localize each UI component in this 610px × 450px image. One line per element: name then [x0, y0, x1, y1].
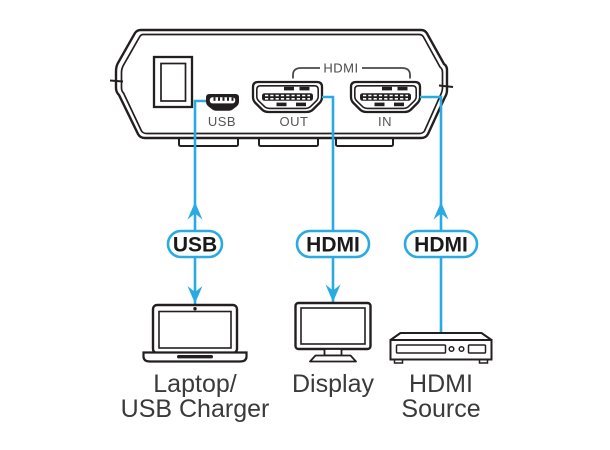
- arrow-up-icon: [187, 202, 203, 220]
- power-switch: [152, 55, 194, 109]
- source-label-line1: HDMI: [409, 370, 473, 398]
- hdmi-source-badge: HDMI: [403, 229, 479, 259]
- hdmi-in-port: [349, 80, 422, 114]
- in-port-label: IN: [378, 114, 392, 129]
- hdmi-group-bracket: [292, 67, 411, 79]
- usb-wire-upper: [193, 99, 206, 231]
- hdmi-display-badge: HDMI: [295, 229, 371, 259]
- source-label-line2: Source: [401, 395, 480, 423]
- hdmi-display-badge-label: HDMI: [306, 234, 360, 257]
- arrow-down-icon: [187, 286, 203, 304]
- laptop-label-line2: USB Charger: [121, 395, 270, 423]
- usb-badge: USB: [166, 229, 224, 259]
- laptop-webcam-dot: [193, 307, 197, 311]
- arrow-down-icon: [325, 284, 341, 302]
- source-knob: [458, 345, 465, 353]
- source-disc-tray: [395, 344, 447, 354]
- hdmi-in-wire-upper: [420, 95, 443, 231]
- hdmi-group-label: HDMI: [323, 61, 358, 76]
- micro-usb-port: [206, 94, 239, 111]
- hdmi-source-icon: [389, 332, 493, 364]
- hdmi-source-badge-label: HDMI: [414, 234, 468, 257]
- source-button: [467, 344, 487, 354]
- switcher-device: USB OUT IN HDMI: [109, 28, 454, 147]
- connection-wires: [193, 95, 443, 336]
- arrow-up-icon: [433, 202, 449, 220]
- source-knob: [448, 345, 455, 353]
- display-icon: [294, 301, 372, 363]
- laptop-icon: [142, 303, 248, 363]
- hdmi-out-port: [251, 80, 324, 114]
- laptop-label-line1: Laptop/: [153, 370, 236, 398]
- usb-port-label: USB: [208, 114, 236, 129]
- left-seam-tick: [109, 79, 124, 83]
- hdmi-out-wire-upper: [322, 95, 335, 231]
- display-label: Display: [292, 370, 374, 398]
- right-seam-tick: [438, 84, 454, 88]
- out-port-label: OUT: [280, 114, 309, 129]
- usb-badge-label: USB: [173, 234, 217, 257]
- device-body-inner-line: [120, 33, 444, 135]
